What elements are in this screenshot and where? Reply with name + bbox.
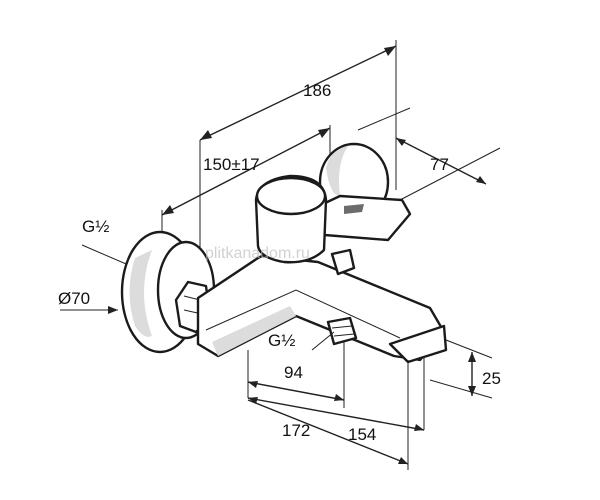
extension-line [445, 339, 493, 359]
dim-154 [247, 399, 409, 465]
label-height: 25 [482, 369, 501, 388]
dim-186 [199, 45, 397, 141]
faucet [120, 142, 448, 364]
watermark: plitkanadom.ru [205, 245, 310, 262]
outlet-stub [326, 316, 358, 346]
dim-25 [468, 352, 476, 396]
label-body-length: 154 [348, 425, 376, 444]
extension-line [429, 379, 493, 399]
dim-77 [395, 137, 487, 185]
label-spout-length: 172 [282, 421, 310, 440]
spout-end [388, 324, 448, 364]
extension-line [357, 107, 411, 131]
label-lever-offset: 77 [430, 155, 449, 174]
label-outlet-thread: G½ [268, 331, 295, 350]
label-escutcheon-diameter: Ø70 [58, 289, 90, 308]
extension-line [399, 147, 501, 201]
label-wall-to-handle: 150±17 [203, 155, 260, 174]
dim-150 [161, 127, 331, 216]
dim-172 [247, 397, 425, 431]
diverter-button [330, 248, 356, 276]
label-total-length: 186 [303, 81, 331, 100]
label-inlet-thread: G½ [82, 217, 109, 236]
label-outlet-offset: 94 [284, 363, 303, 382]
dim-94 [247, 381, 345, 401]
leader-line [311, 331, 335, 351]
